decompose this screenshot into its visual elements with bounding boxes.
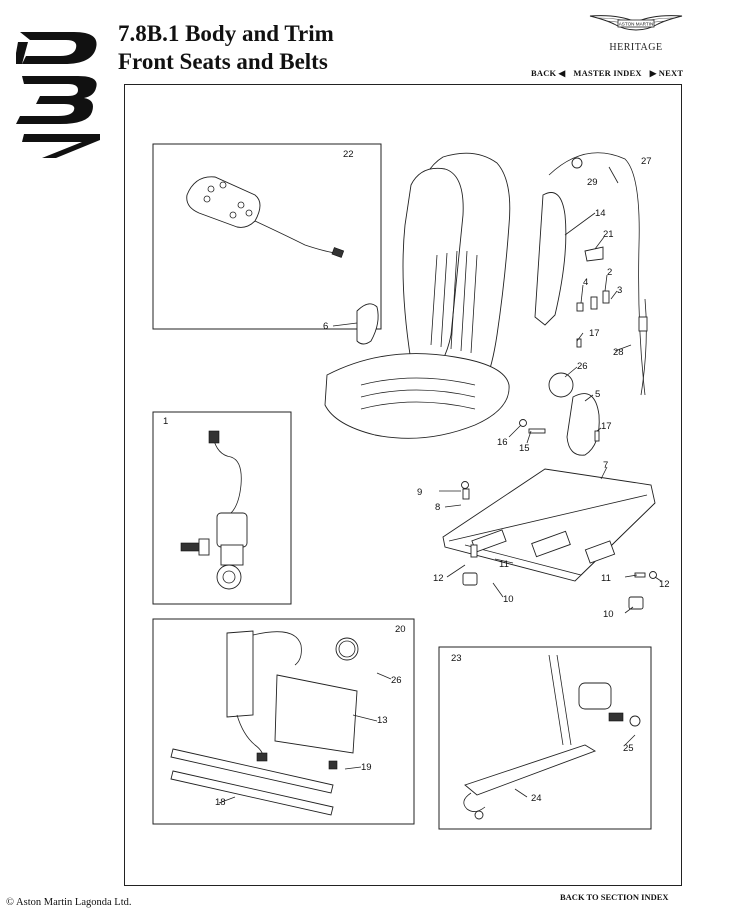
inset-1 — [152, 411, 292, 605]
callout-13: 13 — [377, 715, 388, 726]
callout-7: 7 — [603, 460, 608, 471]
callout-28: 28 — [613, 347, 624, 358]
nav-bar: BACK ◀ MASTER INDEX ▶ NEXT — [531, 68, 683, 79]
back-to-section-index-link[interactable]: BACK TO SECTION INDEX — [560, 892, 669, 902]
callout-29: 29 — [587, 177, 598, 188]
callout-5: 5 — [595, 389, 600, 400]
callout-17-mid: 17 — [601, 421, 612, 432]
callout-26-top: 26 — [577, 361, 588, 372]
callout-12-left: 12 — [433, 573, 444, 584]
belt-and-cables — [519, 152, 648, 456]
callout-9: 9 — [417, 487, 422, 498]
callout-2: 2 — [607, 267, 612, 278]
callout-24: 24 — [531, 793, 542, 804]
callout-23: 23 — [451, 653, 462, 664]
callout-17-top: 17 — [589, 328, 600, 339]
seat-belt-anchor-23 — [463, 654, 641, 820]
callout-25: 25 — [623, 743, 634, 754]
callout-27: 27 — [641, 156, 652, 167]
seat-heater-pad-22 — [186, 176, 345, 258]
callout-8: 8 — [435, 502, 440, 513]
callout-6: 6 — [323, 321, 328, 332]
callout-21: 21 — [603, 229, 614, 240]
inset-20 — [152, 618, 415, 825]
master-index-link[interactable]: MASTER INDEX — [573, 68, 642, 78]
aston-martin-wings-icon: ASTON MARTIN — [589, 15, 683, 31]
callout-22: 22 — [343, 149, 354, 160]
callout-26-inset: 26 — [391, 675, 402, 686]
leader-lines — [218, 166, 662, 804]
title-line-1: 7.8B.1 Body and Trim — [118, 21, 334, 46]
heritage-label: HERITAGE — [609, 42, 663, 53]
copyright-notice: © Aston Martin Lagonda Ltd. — [6, 897, 132, 908]
seat-heater-element-20 — [170, 630, 359, 816]
seat-frame-runners — [442, 468, 657, 610]
callout-14: 14 — [595, 208, 606, 219]
parts-diagram: 22 1 20 23 27 29 14 21 2 3 4 6 17 28 26 … — [124, 84, 682, 886]
callout-1: 1 — [163, 416, 168, 427]
callout-16: 16 — [497, 437, 508, 448]
inset-23 — [438, 646, 652, 830]
exploded-view-drawing: 22 1 20 23 27 29 14 21 2 3 4 6 17 28 26 … — [152, 143, 670, 830]
callout-12-right: 12 — [659, 579, 670, 590]
callout-3: 3 — [617, 285, 622, 296]
callout-18: 18 — [215, 797, 226, 808]
title-line-2: Front Seats and Belts — [118, 49, 328, 74]
seat-assembly — [324, 152, 567, 439]
back-link[interactable]: BACK ◀ — [531, 68, 566, 78]
brand-badge-text: ASTON MARTIN — [619, 22, 654, 27]
page-title: 7.8B.1 Body and Trim Front Seats and Bel… — [118, 20, 334, 76]
next-link[interactable]: ▶ NEXT — [649, 68, 684, 78]
seat-motor-1 — [180, 430, 248, 590]
callout-11-right: 11 — [601, 573, 611, 584]
callouts: 22 1 20 23 27 29 14 21 2 3 4 6 17 28 26 … — [163, 149, 670, 808]
callout-11-left: 11 — [499, 559, 509, 570]
callout-20: 20 — [395, 624, 406, 635]
callout-10-left: 10 — [503, 594, 514, 605]
callout-10-right: 10 — [603, 609, 614, 620]
callout-15: 15 — [519, 443, 530, 454]
db7-logo — [16, 32, 100, 158]
aston-martin-brand: ASTON MARTIN HERITAGE — [588, 10, 684, 53]
callout-4: 4 — [583, 277, 588, 288]
inset-22 — [152, 143, 382, 330]
callout-19: 19 — [361, 762, 372, 773]
